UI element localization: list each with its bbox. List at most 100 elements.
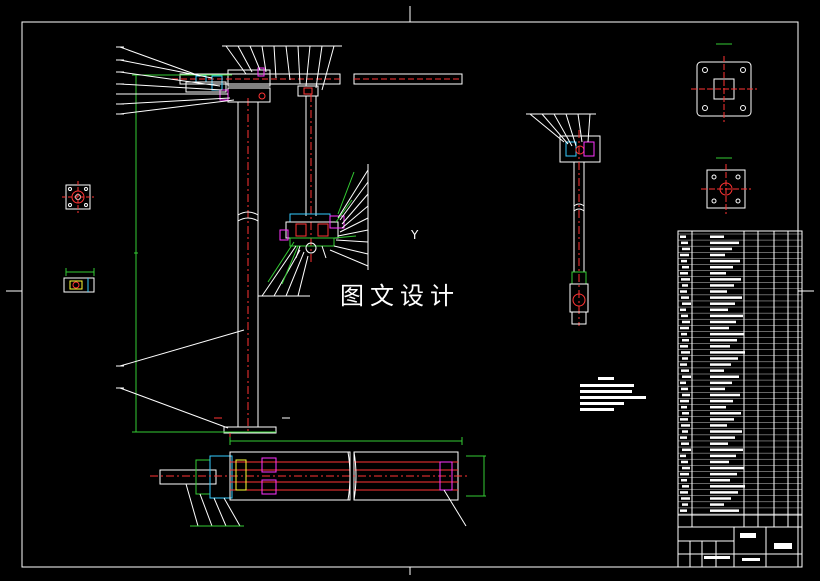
parts-row-name-mark	[710, 430, 742, 433]
parts-row-number-mark	[680, 436, 687, 439]
parts-row-number-mark	[682, 265, 689, 269]
parts-row-number-mark	[681, 314, 688, 318]
parts-row-name-mark	[710, 381, 732, 385]
parts-row-number-mark	[682, 302, 691, 305]
parts-row-number-mark	[681, 241, 688, 245]
parts-row-number-mark	[682, 357, 688, 360]
parts-row-number-mark	[680, 235, 686, 238]
parts-row-number-mark	[680, 272, 688, 275]
parts-row-name-mark	[710, 278, 741, 281]
title-block	[677, 526, 803, 568]
parts-row-number-mark	[680, 253, 689, 257]
parts-row-name-mark	[710, 284, 734, 287]
parts-row-number-mark	[681, 332, 687, 336]
parts-row-number-mark	[680, 345, 688, 348]
parts-row-name-mark	[710, 424, 727, 427]
parts-row-name-mark	[710, 345, 730, 348]
parts-row-number-mark	[681, 296, 689, 299]
parts-row-number-mark	[681, 460, 688, 464]
parts-row-name-mark	[710, 478, 730, 482]
parts-row-number-mark	[682, 466, 690, 470]
parts-row-name-mark	[710, 363, 731, 366]
parts-row-name-mark	[710, 387, 725, 391]
main-assembly-front-view	[116, 45, 463, 437]
parts-row-number-mark	[681, 405, 687, 409]
ucs-y-axis-label: Y	[411, 228, 419, 242]
parts-row-name-mark	[710, 491, 738, 494]
parts-list-rows	[678, 233, 802, 515]
parts-row-name-mark	[710, 357, 738, 360]
bracket-detail-small	[63, 268, 95, 293]
parts-row-number-mark	[680, 454, 686, 458]
parts-row-number-mark	[682, 247, 690, 251]
parts-row-number-mark	[681, 442, 689, 445]
parts-row-name-mark	[710, 369, 724, 372]
parts-row-number-mark	[682, 338, 689, 342]
parts-row-name-mark	[710, 454, 736, 458]
sheet-frame	[6, 6, 814, 575]
parts-row-name-mark	[710, 393, 740, 397]
parts-row-name-mark	[710, 314, 743, 318]
parts-row-name-mark	[710, 497, 731, 500]
parts-row-name-mark	[710, 272, 726, 275]
parts-row-name-mark	[710, 265, 733, 269]
parts-row-number-mark	[682, 375, 691, 378]
watermark-text: 图文设计	[340, 282, 460, 310]
parts-row-name-mark	[710, 308, 728, 312]
parts-row-number-mark	[681, 497, 690, 500]
parts-row-number-mark	[680, 363, 687, 366]
parts-row-number-mark	[681, 351, 690, 354]
parts-list-table	[677, 230, 803, 528]
parts-row-number-mark	[681, 278, 690, 281]
parts-row-name-mark	[710, 235, 724, 238]
parts-row-number-mark	[680, 472, 689, 476]
parts-row-number-mark	[681, 387, 688, 391]
parts-row-name-mark	[710, 351, 745, 354]
parts-row-name-mark	[710, 503, 724, 506]
parts-row-number-mark	[682, 430, 688, 433]
parts-row-number-mark	[681, 259, 687, 263]
parts-row-number-mark	[680, 399, 689, 403]
parts-row-name-mark	[710, 448, 743, 452]
base-plate-detail	[691, 43, 757, 214]
parts-row-name-mark	[710, 290, 727, 293]
parts-row-name-mark	[710, 466, 744, 470]
parts-row-name-mark	[710, 247, 732, 251]
parts-row-name-mark	[710, 418, 734, 421]
parts-row-name-mark	[710, 399, 733, 403]
parts-row-name-mark	[710, 412, 741, 415]
parts-row-name-mark	[710, 253, 725, 257]
parts-row-name-mark	[710, 320, 736, 324]
parts-row-number-mark	[682, 503, 688, 506]
parts-row-name-mark	[710, 436, 735, 439]
parts-row-name-mark	[710, 296, 742, 299]
parts-row-number-mark	[682, 320, 690, 324]
parts-row-number-mark	[680, 491, 688, 494]
parts-row-number-mark	[682, 412, 689, 415]
parts-row-number-mark	[681, 478, 687, 482]
arm-section-view	[150, 437, 486, 527]
technical-notes	[580, 377, 646, 411]
parts-row-name-mark	[710, 375, 739, 378]
parts-row-number-mark	[681, 369, 689, 372]
parts-row-number-mark	[680, 308, 686, 312]
parts-row-number-mark	[682, 448, 691, 452]
parts-row-number-mark	[682, 485, 689, 488]
parts-row-name-mark	[710, 485, 745, 488]
parts-row-number-mark	[680, 381, 686, 385]
parts-row-number-mark	[680, 418, 688, 421]
parts-row-number-mark	[680, 290, 687, 293]
parts-row-name-mark	[710, 460, 729, 464]
parts-row-name-mark	[710, 509, 739, 512]
parts-row-name-mark	[710, 338, 737, 342]
parts-row-name-mark	[710, 302, 735, 305]
parts-row-number-mark	[680, 326, 689, 330]
flange-detail-small	[62, 181, 94, 213]
parts-row-name-mark	[710, 241, 739, 245]
side-view	[526, 113, 601, 326]
parts-row-number-mark	[680, 509, 687, 512]
parts-row-name-mark	[710, 259, 740, 263]
parts-row-name-mark	[710, 332, 744, 336]
parts-row-name-mark	[710, 405, 726, 409]
